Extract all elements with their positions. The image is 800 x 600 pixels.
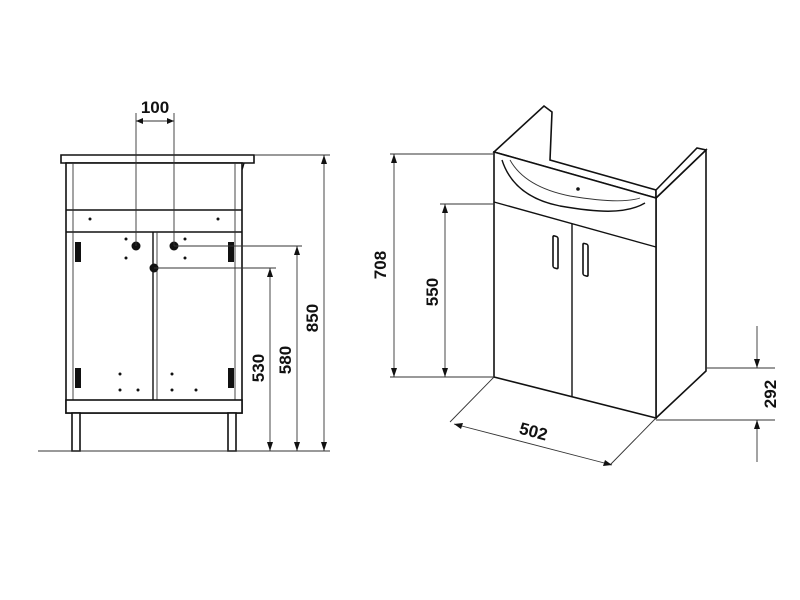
cabinet-frame	[65, 162, 243, 414]
leg-left	[71, 412, 81, 452]
dimension-708: 708	[371, 154, 397, 377]
dimension-100: 100	[135, 98, 175, 246]
hinge-bottom-right	[228, 368, 234, 388]
basin-top	[60, 154, 255, 164]
dimension-850: 850	[303, 155, 327, 451]
dim-drain-height-530-label: 530	[249, 354, 268, 382]
dimension-292: 292	[656, 326, 780, 462]
dimension-530: 530	[249, 268, 273, 451]
front-view	[38, 154, 330, 452]
dim-door-height-label: 550	[423, 278, 442, 306]
leg-right	[227, 412, 237, 452]
hinge-bottom-left	[75, 368, 81, 388]
basin-inner-curve	[501, 159, 646, 212]
handle-left[interactable]	[552, 235, 559, 270]
dimension-580: 580	[276, 246, 300, 451]
dim-drain-height-580-label: 580	[276, 346, 295, 374]
dim-drain-spacing-label: 100	[141, 98, 169, 117]
front-top-rail	[493, 201, 657, 248]
basin-right-wall	[655, 147, 708, 200]
dimension-550: 550	[423, 204, 448, 377]
handle-right[interactable]	[582, 242, 589, 277]
hinge-top-left	[75, 242, 81, 262]
basin-drain	[576, 187, 580, 191]
basin-inner-back	[509, 159, 641, 202]
dim-cabinet-height-label: 708	[371, 251, 390, 279]
screw-dots	[88, 217, 220, 392]
dim-total-height-label: 850	[303, 304, 322, 332]
dim-width-label: 502	[517, 419, 549, 445]
cabinet-front-face	[493, 150, 657, 420]
perspective-view	[492, 104, 708, 420]
dim-leg-height-label: 292	[761, 380, 780, 408]
bottom-plinth	[65, 399, 243, 414]
hinge-top-right	[228, 242, 234, 262]
